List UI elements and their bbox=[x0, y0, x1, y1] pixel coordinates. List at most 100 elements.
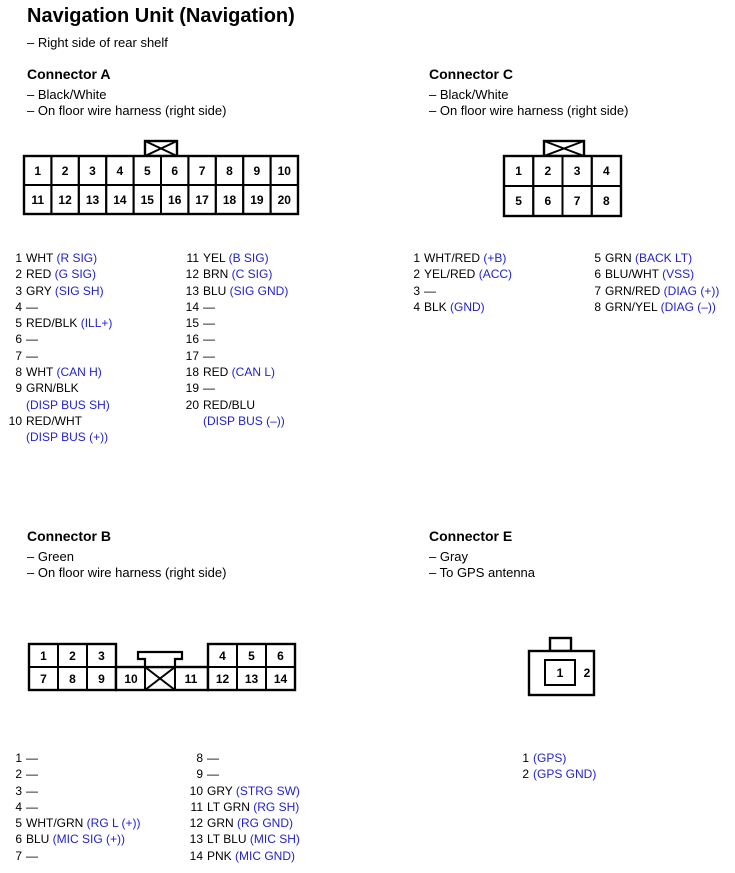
wire-color: — bbox=[203, 348, 215, 363]
pin-number: 5 bbox=[144, 164, 151, 178]
pin-number: 8 bbox=[594, 299, 601, 314]
pin-number: 1 bbox=[413, 251, 420, 265]
pin-number: 6 bbox=[15, 332, 22, 347]
pin-number: 1 bbox=[515, 164, 522, 178]
pin-number: 6 bbox=[171, 164, 178, 178]
connector-c-pin-cell bbox=[590, 185, 622, 217]
pin-number: 6 bbox=[277, 649, 284, 663]
wire-color: — bbox=[26, 767, 38, 782]
pin-number: 15 bbox=[141, 193, 155, 207]
signal-name: (CAN L) bbox=[228, 365, 276, 380]
wire-color: WHT/RED bbox=[424, 251, 480, 265]
wire-color: — bbox=[26, 751, 38, 765]
signal-name: (CAN H) bbox=[53, 365, 102, 380]
pin-number: 1 bbox=[34, 164, 41, 178]
pin-number: 18 bbox=[185, 365, 199, 380]
pin-number: 11 bbox=[185, 672, 198, 686]
pin-number: 7 bbox=[594, 283, 601, 298]
signal-name: (MIC GND) bbox=[231, 848, 296, 863]
pin-number: 8 bbox=[603, 194, 610, 208]
pin-number: 3 bbox=[15, 283, 22, 298]
connector-a-heading: Connector A bbox=[27, 66, 111, 82]
pin-number: 3 bbox=[574, 164, 581, 178]
signal-name: (RG L (+)) bbox=[83, 816, 141, 831]
pin-number: 6 bbox=[594, 267, 601, 282]
page-subtitle: – Right side of rear shelf bbox=[27, 35, 168, 50]
connector-e-latch bbox=[548, 636, 573, 653]
wire-color: BLU bbox=[203, 283, 227, 298]
signal-name: (RG SH) bbox=[249, 799, 300, 814]
wire-color: — bbox=[203, 381, 215, 396]
pin-number: 8 bbox=[15, 365, 22, 380]
connector-c-heading: Connector C bbox=[429, 66, 513, 82]
wire-color: WHT bbox=[26, 365, 54, 380]
pin-number: 7 bbox=[15, 848, 22, 863]
wire-color: RED/BLK bbox=[26, 316, 78, 331]
pin-number: 5 bbox=[515, 194, 522, 208]
pin-number: 10 bbox=[8, 413, 22, 428]
pin-number: 4 bbox=[117, 164, 124, 178]
connector-e-housing bbox=[527, 649, 596, 697]
pin-number: 9 bbox=[254, 164, 261, 178]
pin-number: 12 bbox=[58, 193, 72, 207]
signal-name: (C SIG) bbox=[228, 267, 273, 282]
wire-color: GRN/RED bbox=[605, 283, 661, 298]
pin-number: 19 bbox=[250, 193, 264, 207]
wire-color: WHT/GRN bbox=[26, 816, 84, 831]
page-title: Navigation Unit (Navigation) bbox=[27, 5, 295, 27]
signal-name: (DIAG (–)) bbox=[657, 299, 716, 314]
signal-name: (ACC) bbox=[475, 267, 513, 282]
wire-color: PNK bbox=[207, 848, 232, 863]
pin-number: 8 bbox=[226, 164, 233, 178]
pin-number: 12 bbox=[185, 267, 199, 282]
pin-number: 13 bbox=[185, 283, 199, 298]
wire-color: GRN/BLK bbox=[26, 381, 79, 396]
pin-number: 5 bbox=[594, 251, 601, 265]
pin-number: 14 bbox=[113, 193, 127, 207]
wire-color: GRN bbox=[207, 816, 234, 831]
pin-number: 2 bbox=[413, 267, 420, 282]
pin-entry: 14 PNK (MIC GND) bbox=[185, 848, 300, 864]
pin-entry: 1— bbox=[8, 750, 141, 766]
pin-entry: 16— bbox=[185, 331, 288, 347]
pin-number: 4 bbox=[15, 799, 22, 814]
pin-number: 18 bbox=[223, 193, 237, 207]
pin-number: 6 bbox=[545, 194, 552, 208]
signal-name: (R SIG) bbox=[53, 251, 98, 265]
pin-number: 13 bbox=[245, 672, 259, 686]
pin-number: 4 bbox=[15, 299, 22, 314]
pin-number: 5 bbox=[15, 316, 22, 331]
connector-a-color: – Black/White bbox=[27, 87, 107, 102]
signal-name: (B SIG) bbox=[225, 251, 269, 265]
wire-color: GRN/YEL bbox=[605, 299, 658, 314]
pin-number: 2 bbox=[545, 164, 552, 178]
wire-color: RED/WHT bbox=[26, 413, 82, 428]
pin-number: 2 bbox=[69, 649, 76, 663]
pin-number: 3 bbox=[413, 283, 420, 298]
pin-number: 10 bbox=[278, 164, 292, 178]
connector-c-color: – Black/White bbox=[429, 87, 509, 102]
pin-entry: 9— bbox=[185, 766, 300, 782]
pin-number: 14 bbox=[189, 848, 203, 863]
connector-b-pin-cell bbox=[86, 666, 117, 691]
wire-color: RED/BLU bbox=[203, 397, 256, 412]
pin-number: 1 bbox=[522, 751, 529, 765]
pin-entry: 8 WHT (CAN H) bbox=[8, 364, 112, 380]
pin-entry: 8 GRN/YEL (DIAG (–)) bbox=[593, 299, 719, 315]
signal-name: (GND) bbox=[446, 299, 485, 314]
pin-entry: 2— bbox=[8, 766, 141, 782]
pin-number: 5 bbox=[15, 816, 22, 831]
wire-color: — bbox=[26, 348, 38, 363]
wire-color: WHT bbox=[26, 251, 54, 265]
